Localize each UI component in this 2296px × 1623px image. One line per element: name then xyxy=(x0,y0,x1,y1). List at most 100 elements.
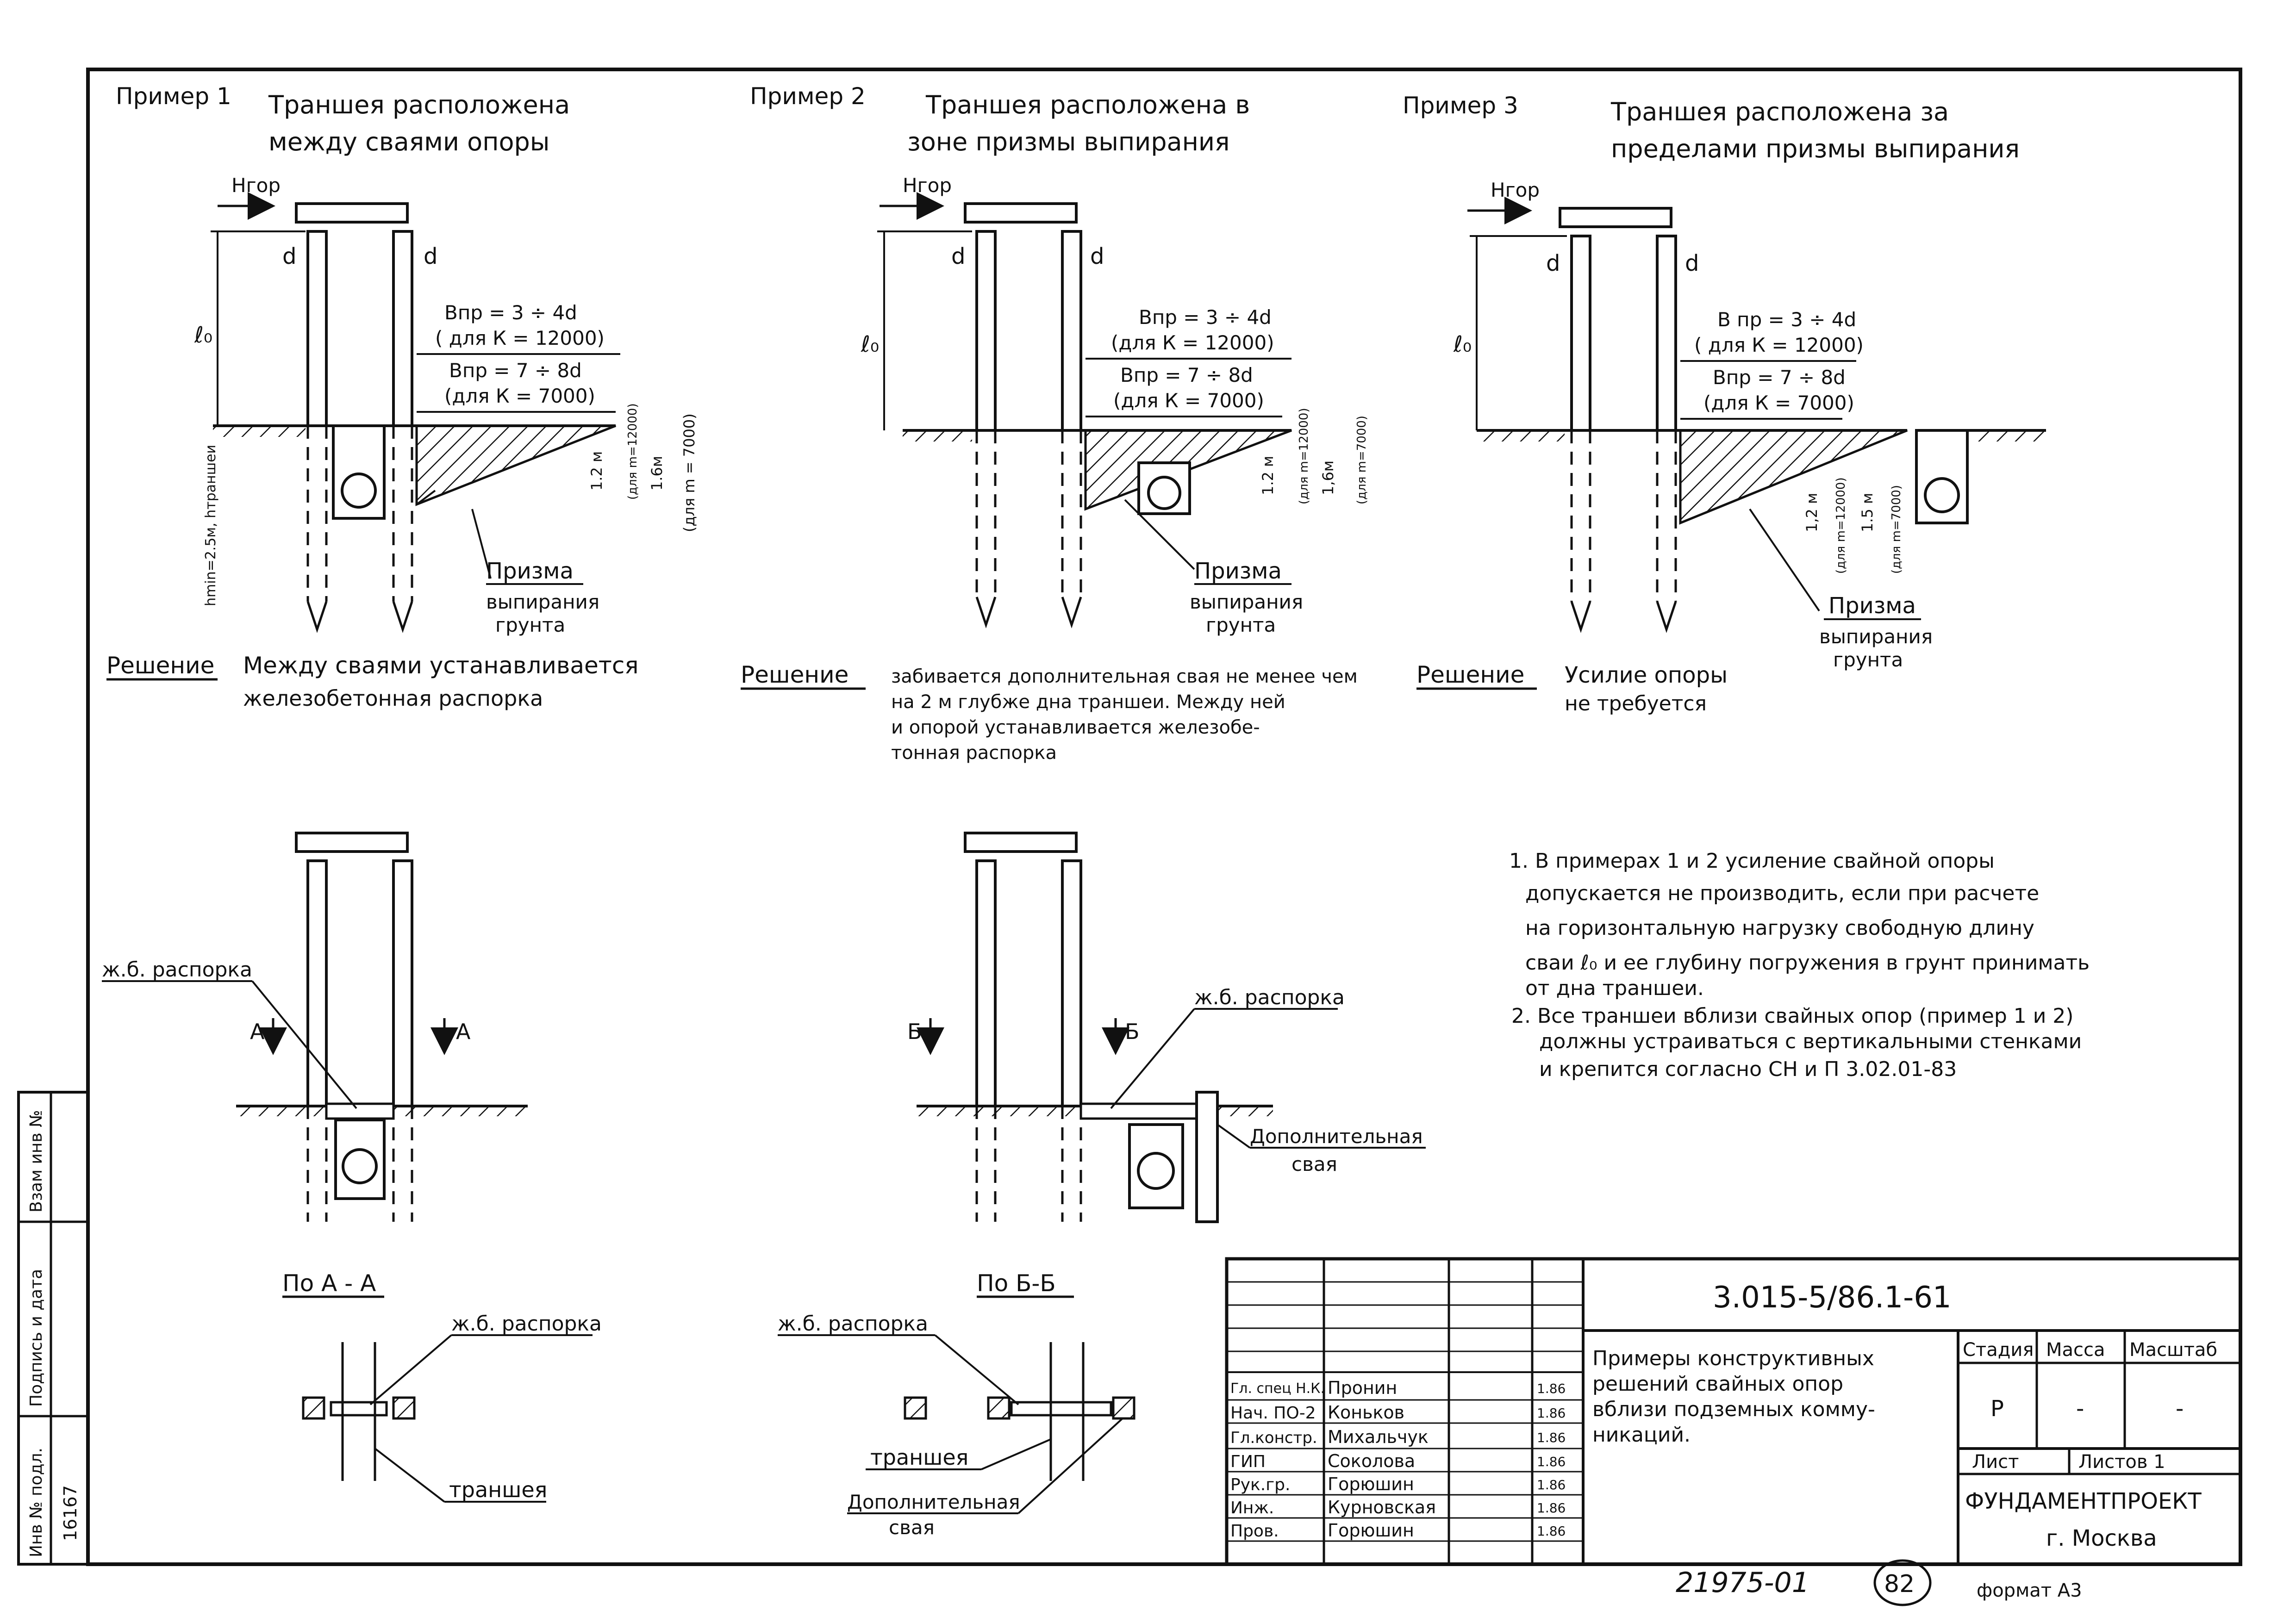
pile-cap xyxy=(964,832,1078,853)
ground-hatch-left xyxy=(213,427,306,437)
section-strut-leader xyxy=(369,1334,452,1405)
stamp-signature-date: Подпись и дата xyxy=(27,1269,46,1407)
col-stage: Стадия xyxy=(1963,1339,2034,1361)
bpr2: Впр = 7 ÷ 8d xyxy=(1120,364,1253,386)
cut-label-right: Б xyxy=(1125,1019,1140,1044)
archive-code: 21975-01 xyxy=(1676,1567,1809,1599)
example-2: Пример 2 Траншея расположена в зоне приз… xyxy=(741,83,1369,764)
name-4: Горюшин xyxy=(1328,1474,1414,1494)
note-1-line-1: 1. В примерах 1 и 2 усиление свайной опо… xyxy=(1509,849,1995,873)
pile-embedded xyxy=(975,430,1082,597)
role-0: Гл. спец Н.К. xyxy=(1230,1380,1325,1397)
extra-pile xyxy=(1195,1091,1219,1223)
page-circle xyxy=(1873,1559,1932,1606)
prism-leader xyxy=(1124,499,1195,570)
section-pile-right xyxy=(392,1396,416,1420)
dim2-note: (для m=7000) xyxy=(1890,485,1903,574)
pile-right xyxy=(1656,235,1677,432)
title-block: Гл. спец Н.К. Пронин 1.86 Нач. ПО-2 Конь… xyxy=(1225,1257,2242,1566)
pile-tip-left xyxy=(1570,601,1591,633)
section-trench-leader xyxy=(981,1438,1051,1470)
date-0: 1.86 xyxy=(1537,1381,1566,1396)
role-6: Пров. xyxy=(1230,1522,1279,1541)
l0-label: ℓ₀ xyxy=(194,322,212,348)
section-strut xyxy=(330,1401,388,1417)
note-1-line-2: допускается не производить, если при рас… xyxy=(1525,882,2039,905)
mass-value: - xyxy=(2076,1396,2084,1422)
example-1-title-2: между сваями опоры xyxy=(268,127,549,156)
dim2: 1.6м xyxy=(648,456,666,491)
d-left: d xyxy=(951,243,965,269)
name-2: Михальчук xyxy=(1328,1427,1429,1447)
dim1-note: (для m=12000) xyxy=(626,403,640,500)
stamp-inv-original: Инв № подл. xyxy=(27,1448,46,1557)
example-1-title-1: Траншея расположена xyxy=(268,90,570,119)
example-3-title-2: пределами призмы выпирания xyxy=(1611,134,2020,163)
note-2-line-3: и крепится согласно СН и П 3.02.01-83 xyxy=(1539,1057,1957,1081)
detail-b: ж.б. распорка Б Б Дополнительная свая По… xyxy=(778,832,1426,1539)
role-1: Нач. ПО-2 xyxy=(1230,1404,1316,1423)
pile-tip-right xyxy=(1061,597,1082,628)
dim1: 1.2 м xyxy=(588,451,605,491)
role-2: Гл.констр. xyxy=(1230,1429,1317,1447)
name-1: Коньков xyxy=(1328,1402,1404,1423)
pile-left xyxy=(975,230,997,432)
pile-left xyxy=(1570,235,1591,432)
format-label: формат А3 xyxy=(1977,1580,2082,1601)
section-strut-label: ж.б. распорка xyxy=(451,1312,602,1336)
section-strut xyxy=(1010,1401,1112,1417)
section-pile-label-1: Дополнительная xyxy=(847,1491,1020,1513)
dim2-note: (для m = 7000) xyxy=(680,413,698,532)
example-1-label: Пример 1 xyxy=(116,83,231,110)
bpr1: Впр = 3 ÷ 4d xyxy=(444,301,577,324)
section-trench-label: траншея xyxy=(449,1477,547,1502)
name-3: Соколова xyxy=(1328,1451,1415,1471)
prism-leader xyxy=(1749,508,1820,612)
title-line-4: никаций. xyxy=(1592,1423,1691,1447)
prism xyxy=(415,424,616,506)
sheet-label: Лист xyxy=(1972,1451,2019,1473)
prism-label-2: выпирания xyxy=(1190,591,1303,613)
solution-1: Усилие опоры xyxy=(1565,662,1728,688)
extra-pile-leader xyxy=(1217,1124,1251,1149)
solution-2: железобетонная распорка xyxy=(243,686,543,711)
solution-1: Между сваями устанавливается xyxy=(243,652,638,679)
date-1: 1.86 xyxy=(1537,1405,1566,1421)
k2: (для К = 7000) xyxy=(444,385,595,407)
pile-right xyxy=(392,859,413,1107)
scale-value: - xyxy=(2176,1396,2184,1422)
strut xyxy=(1079,1102,1198,1120)
solution-label: Решение xyxy=(1416,661,1524,688)
prism-label-3: грунта xyxy=(1833,648,1903,671)
cut-label-left: Б xyxy=(907,1019,922,1044)
solution-3: и опорой устанавливается железобе- xyxy=(891,717,1260,738)
stamp-inv-value: 16167 xyxy=(60,1485,81,1541)
force-label: Нгор xyxy=(903,174,952,197)
footer: 21975-01 82 формат А3 xyxy=(1676,1559,2082,1606)
example-2-label: Пример 2 xyxy=(750,83,866,110)
section-strut-leader xyxy=(934,1334,1019,1405)
section-pile-left xyxy=(904,1396,927,1420)
l0-label: ℓ₀ xyxy=(861,331,879,357)
section-pile-mid xyxy=(987,1396,1011,1420)
d-right: d xyxy=(424,243,437,269)
force-label: Нгор xyxy=(1491,179,1540,201)
stamp-replace-inv: Взам инв № xyxy=(27,1110,46,1213)
cut-label-left: А xyxy=(250,1019,265,1044)
trench-depth: hmin=2.5м, hтраншеи xyxy=(203,445,219,606)
cut-label-right: А xyxy=(456,1019,471,1044)
k2: (для К = 7000) xyxy=(1703,392,1854,414)
note-1-line-3: на горизонтальную нагрузку свободную дли… xyxy=(1525,916,2034,940)
name-5: Курновская xyxy=(1328,1497,1436,1517)
prism-edge xyxy=(416,490,436,505)
example-3-title-1: Траншея расположена за xyxy=(1610,97,1949,126)
pile-right xyxy=(1061,230,1082,432)
organization: ФУНДАМЕНТПРОЕКТ xyxy=(1965,1488,2202,1514)
note-1-line-5: от дна траншеи. xyxy=(1525,976,1704,1000)
detail-a: ж.б. распорка А А По А - А ж.б. распорка… xyxy=(102,832,602,1503)
pile-left xyxy=(975,859,997,1107)
d-left: d xyxy=(1546,250,1560,276)
pipe xyxy=(1147,476,1181,510)
pile-tip-right xyxy=(1656,601,1677,633)
title-line-1: Примеры конструктивных xyxy=(1592,1347,1874,1370)
